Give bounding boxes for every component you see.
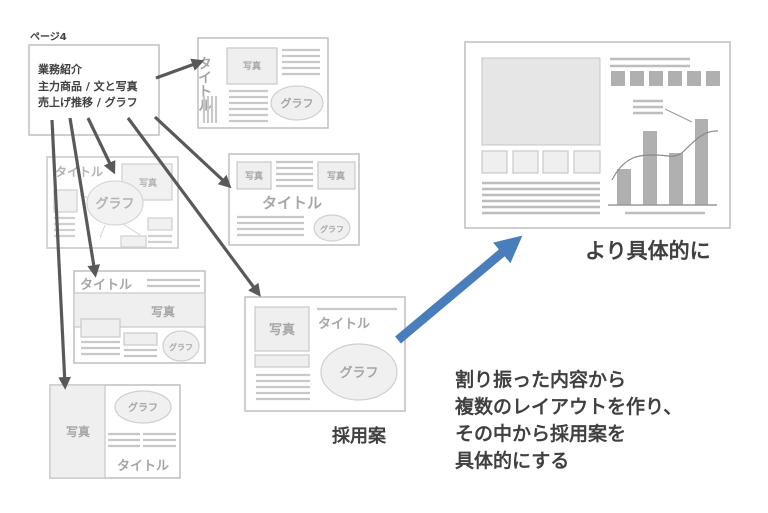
- adopted-layout: 写真 タイトル グラフ: [244, 296, 406, 412]
- title-placeholder: タイトル: [262, 194, 322, 212]
- svg-text:具体的にする: 具体的にする: [455, 449, 569, 472]
- photo-placeholder: 写真: [151, 304, 175, 319]
- svg-text:その中から採用案を: その中から採用案を: [455, 422, 626, 445]
- source-content-box: 業務紹介 主力商品 / 文と写真 売上げ推移 / グラフ: [28, 44, 160, 136]
- page-label: ページ4: [30, 31, 67, 43]
- layout-option-c: 写真 写真 タイトル グラフ: [228, 153, 360, 246]
- photo-placeholder: 写真: [139, 177, 157, 189]
- title-placeholder: タイトル: [117, 459, 169, 474]
- source-line: 業務紹介: [37, 62, 83, 76]
- photo-placeholder: 写真: [327, 170, 345, 182]
- graph-placeholder: グラフ: [281, 96, 314, 110]
- layout-option-e: 写真 グラフ タイトル: [49, 384, 181, 479]
- final-layout: [464, 41, 731, 229]
- layout-option-b: タイトル 写真 グラフ: [46, 156, 179, 249]
- graph-placeholder: グラフ: [339, 365, 378, 381]
- adopted-label: 採用案: [332, 425, 387, 447]
- photo-placeholder: 写真: [269, 322, 295, 338]
- photo-placeholder: 写真: [245, 170, 263, 182]
- svg-text:割り振った内容から: 割り振った内容から: [455, 368, 626, 391]
- blue-arrow: [395, 235, 523, 344]
- source-line: 売上げ推移 / グラフ: [38, 95, 138, 109]
- svg-text:複数のレイアウトを作り、: 複数のレイアウトを作り、: [454, 395, 682, 418]
- layout-option-d: タイトル 写真 グラフ: [73, 270, 206, 364]
- arrows: [50, 58, 523, 390]
- graph-placeholder: グラフ: [128, 401, 158, 414]
- explanation-text: 割り振った内容から 複数のレイアウトを作り、 その中から採用案を 具体的にする: [454, 368, 682, 472]
- source-line: 主力商品 / 文と写真: [38, 79, 138, 93]
- final-label: より具体的に: [585, 239, 711, 263]
- layout-option-a: タイトル 写真 グラフ: [196, 37, 329, 129]
- title-placeholder: タイトル: [318, 317, 370, 332]
- photo-placeholder: 写真: [243, 60, 261, 72]
- title-placeholder: タイトル: [80, 278, 132, 293]
- photo-placeholder: 写真: [66, 424, 90, 439]
- graph-placeholder: グラフ: [169, 342, 193, 352]
- graph-placeholder: グラフ: [95, 196, 134, 212]
- graph-placeholder: グラフ: [320, 224, 344, 234]
